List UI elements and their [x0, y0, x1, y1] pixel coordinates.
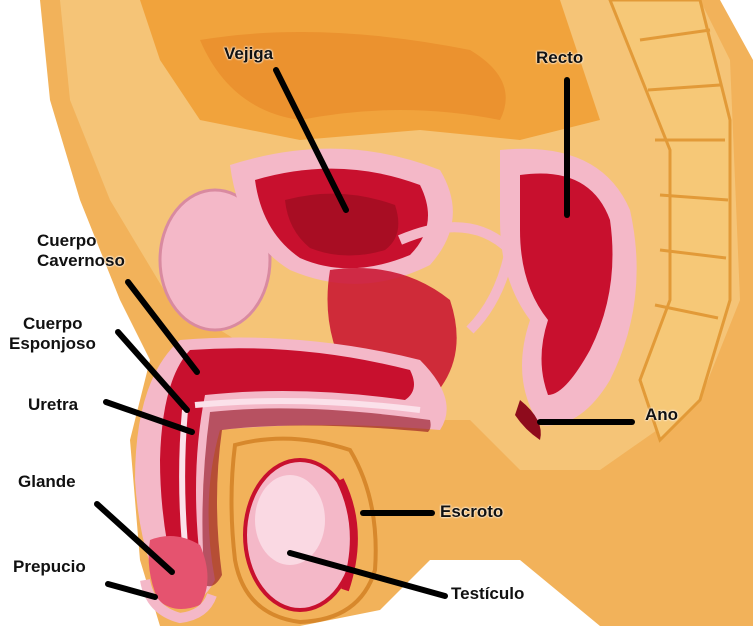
label-cuerpo-esponjoso: Cuerpo Esponjoso — [9, 314, 96, 354]
label-vejiga: Vejiga — [224, 44, 273, 63]
label-prepucio: Prepucio — [13, 557, 86, 576]
label-cuerpo-esponjoso-line1: Cuerpo — [9, 314, 96, 334]
label-recto: Recto — [536, 48, 583, 67]
label-cuerpo-esponjoso-line2: Esponjoso — [9, 334, 96, 354]
label-uretra: Uretra — [28, 395, 78, 414]
label-glande: Glande — [18, 472, 76, 491]
label-cuerpo-cavernoso: Cuerpo Cavernoso — [37, 231, 125, 271]
label-testiculo: Testículo — [451, 584, 524, 603]
label-ano: Ano — [645, 405, 678, 424]
label-cuerpo-cavernoso-line2: Cavernoso — [37, 251, 125, 271]
label-cuerpo-cavernoso-line1: Cuerpo — [37, 231, 125, 251]
label-escroto: Escroto — [440, 502, 503, 521]
